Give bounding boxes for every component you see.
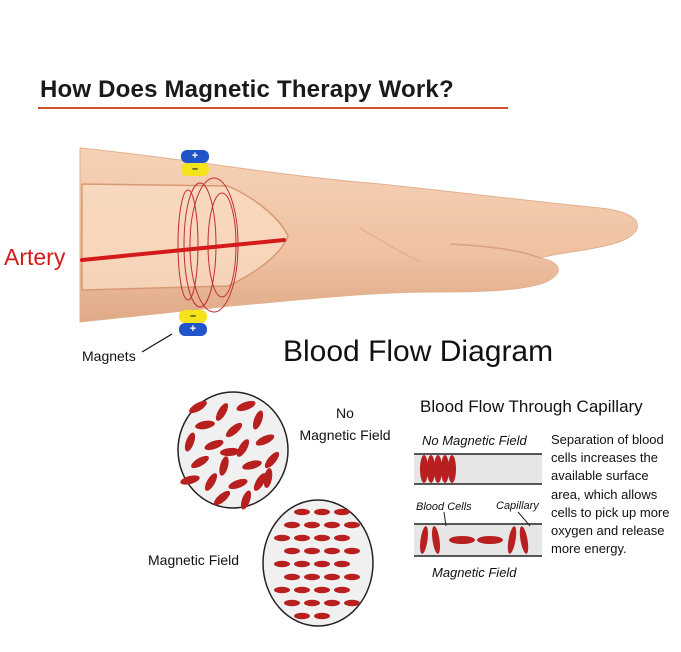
capillary-no-field-label: No Magnetic Field (422, 433, 527, 448)
aligned-blood-cell (334, 534, 350, 542)
aligned-blood-cell (324, 599, 340, 607)
magnets-label: Magnets (82, 348, 136, 364)
no-field-label: No Magnetic Field (297, 402, 393, 446)
red-blood-cell (204, 439, 224, 451)
aligned-blood-cell (294, 560, 310, 568)
finger-crease (449, 243, 541, 259)
capillary-cell-separated (449, 536, 475, 544)
aligned-blood-cell (314, 612, 330, 620)
no-field-label-line1: No (336, 405, 354, 421)
aligned-blood-cell (344, 547, 360, 555)
capillary-cell-clumped (441, 455, 449, 483)
aligned-blood-cell (274, 560, 290, 568)
red-blood-cell (255, 434, 275, 446)
aligned-blood-cell (304, 521, 320, 529)
aligned-blood-cell (324, 521, 340, 529)
no-field-label-line2: Magnetic Field (299, 427, 391, 443)
aligned-blood-cell (304, 599, 320, 607)
red-blood-cell (180, 475, 200, 485)
red-blood-cell (215, 403, 229, 421)
red-blood-cell (189, 400, 207, 414)
red-blood-cell (191, 455, 209, 469)
separation-description: Separation of blood cells increases the … (551, 432, 670, 557)
red-blood-cell (242, 460, 262, 470)
magnet-top-positive: + (181, 150, 209, 163)
title-underline (38, 107, 508, 109)
artery-line (80, 238, 286, 262)
aligned-blood-cell (314, 586, 330, 594)
red-blood-cell (220, 447, 240, 457)
aligned-blood-cell (314, 508, 330, 516)
capillary-cell-separated (519, 526, 529, 554)
field-line (177, 189, 199, 301)
capillary-cell-separated (477, 536, 503, 544)
aligned-blood-cell (274, 534, 290, 542)
red-blood-cell (252, 410, 264, 430)
aligned-blood-cell (274, 586, 290, 594)
red-blood-cell (213, 490, 231, 506)
capillary-cell-clumped (427, 455, 435, 483)
red-blood-cell (264, 451, 280, 469)
aligned-blood-cell (284, 547, 300, 555)
blood-cells-label: Blood Cells (416, 501, 472, 513)
page-title: How Does Magnetic Therapy Work? (40, 76, 454, 103)
aligned-blood-cell (324, 547, 340, 555)
aligned-blood-cell (284, 573, 300, 581)
red-blood-cell (225, 422, 243, 438)
artery-label: Artery (4, 244, 66, 270)
red-blood-cell (219, 456, 229, 476)
red-blood-cell (184, 432, 196, 452)
magnetic-field-label: Magnetic Field (148, 552, 240, 568)
red-blood-cell (240, 490, 252, 510)
aligned-blood-cell (344, 573, 360, 581)
magnet-top-negative: – (181, 163, 209, 176)
red-blood-cell (236, 400, 256, 412)
aligned-blood-cell (284, 599, 300, 607)
red-blood-cell (204, 473, 218, 491)
blood-flow-title: Blood Flow Diagram (283, 335, 554, 368)
aligned-blood-cell (344, 599, 360, 607)
capillary-cell-clumped (448, 455, 456, 483)
aligned-blood-cell (294, 612, 310, 620)
aligned-blood-cell (284, 521, 300, 529)
capillary-cell-clumped (434, 455, 442, 483)
capillary-cell-separated (420, 526, 428, 554)
red-blood-cell (236, 439, 250, 457)
knuckle-shade (359, 227, 421, 263)
capillary-title: Blood Flow Through Capillary (420, 397, 643, 416)
aligned-blood-cell (294, 534, 310, 542)
aligned-blood-cell (324, 573, 340, 581)
aligned-blood-cell (294, 586, 310, 594)
red-blood-cell (263, 468, 273, 488)
red-blood-cell (195, 420, 215, 430)
aligned-blood-cell (334, 508, 350, 516)
magnet-bottom-negative: – (179, 310, 207, 323)
vessel-overlay (81, 183, 289, 291)
capillary-cell-separated (507, 526, 517, 554)
aligned-blood-cell (314, 560, 330, 568)
magnets-pointer (141, 333, 173, 353)
capillary-cell-clumped (420, 455, 428, 483)
aligned-blood-cell (304, 547, 320, 555)
capillary-label: Capillary (496, 500, 539, 512)
capillary-magnetic-field-label: Magnetic Field (432, 565, 517, 580)
magnet-bottom-positive: + (179, 323, 207, 336)
aligned-blood-cell (344, 521, 360, 529)
capillary-cell-separated (432, 526, 440, 554)
aligned-blood-cell (334, 586, 350, 594)
aligned-blood-cell (304, 573, 320, 581)
aligned-blood-cell (334, 560, 350, 568)
aligned-blood-cell (314, 534, 330, 542)
red-blood-cell (253, 473, 267, 491)
aligned-blood-cell (294, 508, 310, 516)
red-blood-cell (228, 478, 248, 490)
